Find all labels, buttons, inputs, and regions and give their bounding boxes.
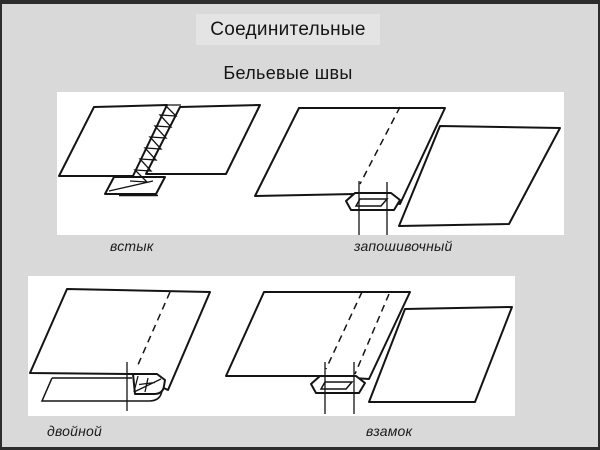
seam-panel-bottom bbox=[28, 276, 515, 416]
seam-panel-top bbox=[57, 92, 564, 235]
seam-label-butt: встык bbox=[110, 238, 154, 254]
fabric-piece-top bbox=[29, 288, 211, 391]
underlay-fold-line bbox=[108, 180, 154, 192]
page-title: Соединительные bbox=[210, 18, 366, 40]
fabric-piece-right bbox=[368, 306, 513, 403]
fold-dashed-line bbox=[136, 291, 171, 368]
page-subtitle: Бельевые швы bbox=[223, 63, 353, 83]
seam-label-interlock: взамок bbox=[366, 423, 413, 439]
double-seam-icon bbox=[29, 288, 211, 411]
interlock-fold bbox=[310, 375, 366, 394]
seam-label-flat-felled: запошивочный bbox=[354, 238, 453, 254]
zigzag-stitching bbox=[129, 104, 181, 183]
seam-panel-bottom-drawing bbox=[29, 288, 513, 414]
flat-felled-seam-icon bbox=[254, 106, 561, 235]
fold-dashed-line-1 bbox=[325, 291, 363, 370]
felled-fold bbox=[345, 192, 401, 211]
fold-inner-lines bbox=[133, 375, 162, 393]
fabric-piece-right bbox=[398, 125, 561, 227]
butt-seam-icon bbox=[58, 104, 261, 197]
fold-dashed-line bbox=[359, 106, 401, 185]
fabric-piece-right bbox=[145, 104, 261, 175]
seam-label-double: двойной bbox=[47, 423, 102, 439]
title-box: Соединительные bbox=[196, 14, 380, 45]
fold-dashed-line-2 bbox=[354, 293, 390, 375]
fabric-piece-left bbox=[58, 104, 168, 177]
seam-panel-top-drawing bbox=[58, 104, 561, 235]
fold-inner-line bbox=[319, 381, 354, 390]
interlock-seam-icon bbox=[225, 291, 513, 414]
fold-inner-line bbox=[354, 198, 389, 207]
